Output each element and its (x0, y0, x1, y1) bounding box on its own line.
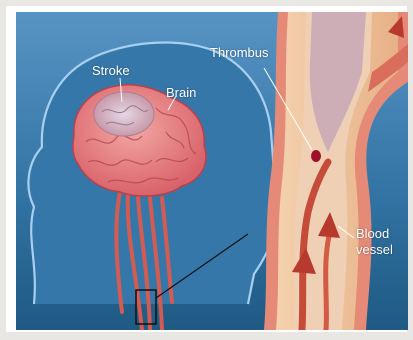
blood-vessel-label-line2: vessel (356, 242, 393, 258)
stroke-label: Stroke (92, 64, 130, 78)
brain-label: Brain (166, 86, 196, 100)
blood-vessel-label-line1: Blood (356, 226, 393, 242)
blood-vessel-label: Blood vessel (356, 226, 393, 258)
image-frame: Stroke Brain Thrombus Blood vessel (6, 6, 407, 332)
stroke-illustration: Stroke Brain Thrombus Blood vessel (16, 12, 408, 330)
thrombus-clot (311, 150, 321, 162)
thrombus-label: Thrombus (210, 46, 269, 60)
stroke-region (94, 92, 154, 136)
